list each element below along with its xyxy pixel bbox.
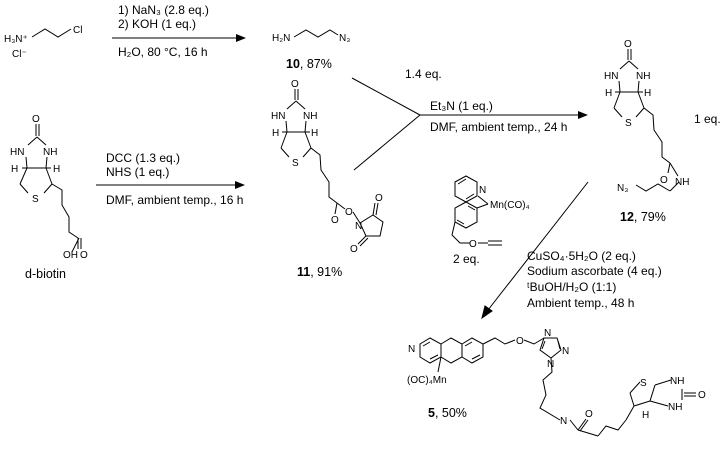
compound-11-yield: , 91% — [310, 265, 343, 279]
compound-12-equiv: 1 eq. — [694, 112, 721, 126]
reaction1-reagent-2: 2) KOH (1 eq.) — [118, 17, 197, 31]
c5-h-label: H — [642, 410, 649, 421]
c12-amide-o-label: O — [660, 175, 668, 186]
compound-5-label: 5, 50% — [428, 406, 467, 420]
c11-h-left-label: H — [272, 128, 279, 139]
c12-amide-nh-label: NH — [675, 177, 689, 188]
c11-n-label: N — [355, 221, 362, 232]
biotin-hn-label: HN — [10, 147, 24, 158]
c12-s-label: S — [625, 118, 632, 129]
c5-ether-o-label: O — [516, 336, 524, 347]
c11-o-bottom-label: O — [350, 244, 358, 255]
compound-10-yield: , 87% — [299, 57, 332, 71]
click-line-1: CuSO₄·5H₂O (2 eq.) — [527, 249, 636, 263]
compound-10-structure: H₂N N₃ — [272, 29, 350, 44]
c12-o-label: O — [624, 39, 632, 50]
compound-11-structure: O HN NH H H S O O N O O — [271, 79, 384, 255]
reaction2-conditions: DMF, ambient temp., 16 h — [106, 193, 244, 207]
arrowhead-2 — [235, 181, 245, 189]
c11-o-top-label: O — [375, 193, 383, 204]
c5-s-label: S — [640, 378, 647, 389]
click-line-2: Sodium ascorbate (4 eq.) — [527, 264, 662, 278]
c12-h-left-label: H — [605, 88, 612, 99]
compound-10-number: 10 — [286, 57, 300, 71]
reaction1-reagent-1: 1) NaN₃ (2.8 eq.) — [118, 3, 209, 17]
c11-o-link-label: O — [345, 207, 353, 218]
c11-s-label: S — [292, 158, 299, 169]
reaction2-reagent-1: DCC (1.3 eq.) — [106, 151, 181, 165]
alkyne-equiv: 2 eq. — [453, 252, 480, 266]
biotin-o-label: O — [32, 114, 40, 125]
counterion-label: Cl⁻ — [12, 49, 27, 60]
biotin-structure: O HN NH H H S O OH — [10, 114, 88, 261]
ammonium-label: H₃N⁺ — [4, 34, 28, 45]
click-line-4: Ambient temp., 48 h — [527, 296, 635, 310]
compound-12-number: 12 — [620, 210, 634, 224]
compound-12-label: 12, 79% — [620, 210, 666, 224]
c5-amide-o-label: O — [585, 409, 593, 420]
c5-triazole-n1-label: N — [544, 328, 551, 339]
c5-amide-n-label: N — [560, 416, 567, 427]
click-line-3: ᵗBuOH/H₂O (1:1) — [527, 280, 617, 294]
converge-line-lower — [353, 114, 421, 171]
alkyne-o-label: O — [469, 239, 477, 250]
biotin-h-right-label: H — [53, 164, 60, 175]
c5-nh-upper-label: NH — [670, 376, 684, 387]
c5-mn-label: (OC)₄Mn — [407, 375, 447, 386]
arrowhead-1 — [236, 34, 246, 42]
coupling-base: Et₃N (1 eq.) — [430, 99, 493, 113]
c11-o-label: O — [291, 79, 299, 90]
c5-triazole-n2-label: N — [562, 346, 569, 357]
amine-label: H₂N — [272, 33, 290, 44]
biotin-o2-label: O — [80, 250, 88, 261]
compound-12-yield: , 79% — [633, 210, 666, 224]
c12-nh-label: NH — [636, 71, 650, 82]
c5-n-label: N — [408, 344, 415, 355]
c5-triazole-n3-label: N — [547, 359, 554, 370]
biotin-name: d-biotin — [25, 267, 66, 281]
reaction2-reagent-2: NHS (1 eq.) — [106, 165, 170, 179]
compound-11-label: 11, 91% — [297, 265, 342, 279]
c11-nh-label: NH — [303, 111, 317, 122]
reaction1-conditions: H₂O, 80 °C, 16 h — [118, 45, 208, 59]
alkyne-n-label: N — [479, 185, 486, 196]
c5-urea-o-label: O — [698, 390, 706, 401]
start-material-structure: H₃N⁺ Cl Cl⁻ — [4, 25, 82, 60]
arrowhead-3 — [578, 111, 588, 119]
compound-5-structure: N (OC)₄Mn O N N N N O S NH NH O H — [407, 328, 706, 437]
azide-label: N₃ — [339, 33, 350, 44]
alkyne-mn-label: Mn(CO)₄ — [490, 200, 530, 211]
biotin-h-left-label: H — [11, 164, 18, 175]
coupling-conditions: DMF, ambient temp., 24 h — [430, 120, 568, 134]
converge-line-upper — [351, 77, 421, 116]
arrow-4 — [487, 181, 589, 311]
compound-5-number: 5 — [428, 406, 435, 420]
arrowhead-4 — [481, 305, 493, 320]
compound-5-yield: , 50% — [434, 406, 467, 420]
c12-azide-label: N₃ — [617, 183, 628, 194]
compound-10-label: 10, 87% — [286, 57, 332, 71]
coupling-equiv: 1.4 eq. — [405, 67, 442, 81]
compound-12-structure: O HN NH H H S O NH N₃ — [604, 39, 689, 194]
compound-11-number: 11 — [297, 265, 311, 279]
c12-h-right-label: H — [644, 88, 651, 99]
biotin-oh-label: OH — [63, 250, 78, 261]
biotin-nh-label: NH — [43, 147, 57, 158]
c11-ester-o-label: O — [331, 215, 339, 226]
chloride-atom-label: Cl — [73, 25, 82, 36]
c11-h-right-label: H — [311, 128, 318, 139]
c11-hn-label: HN — [271, 111, 285, 122]
alkyne-reagent-structure: N Mn(CO)₄ O — [451, 175, 530, 250]
c12-hn-label: HN — [604, 71, 618, 82]
c5-nh-lower-label: NH — [668, 402, 682, 413]
biotin-s-label: S — [32, 194, 39, 205]
